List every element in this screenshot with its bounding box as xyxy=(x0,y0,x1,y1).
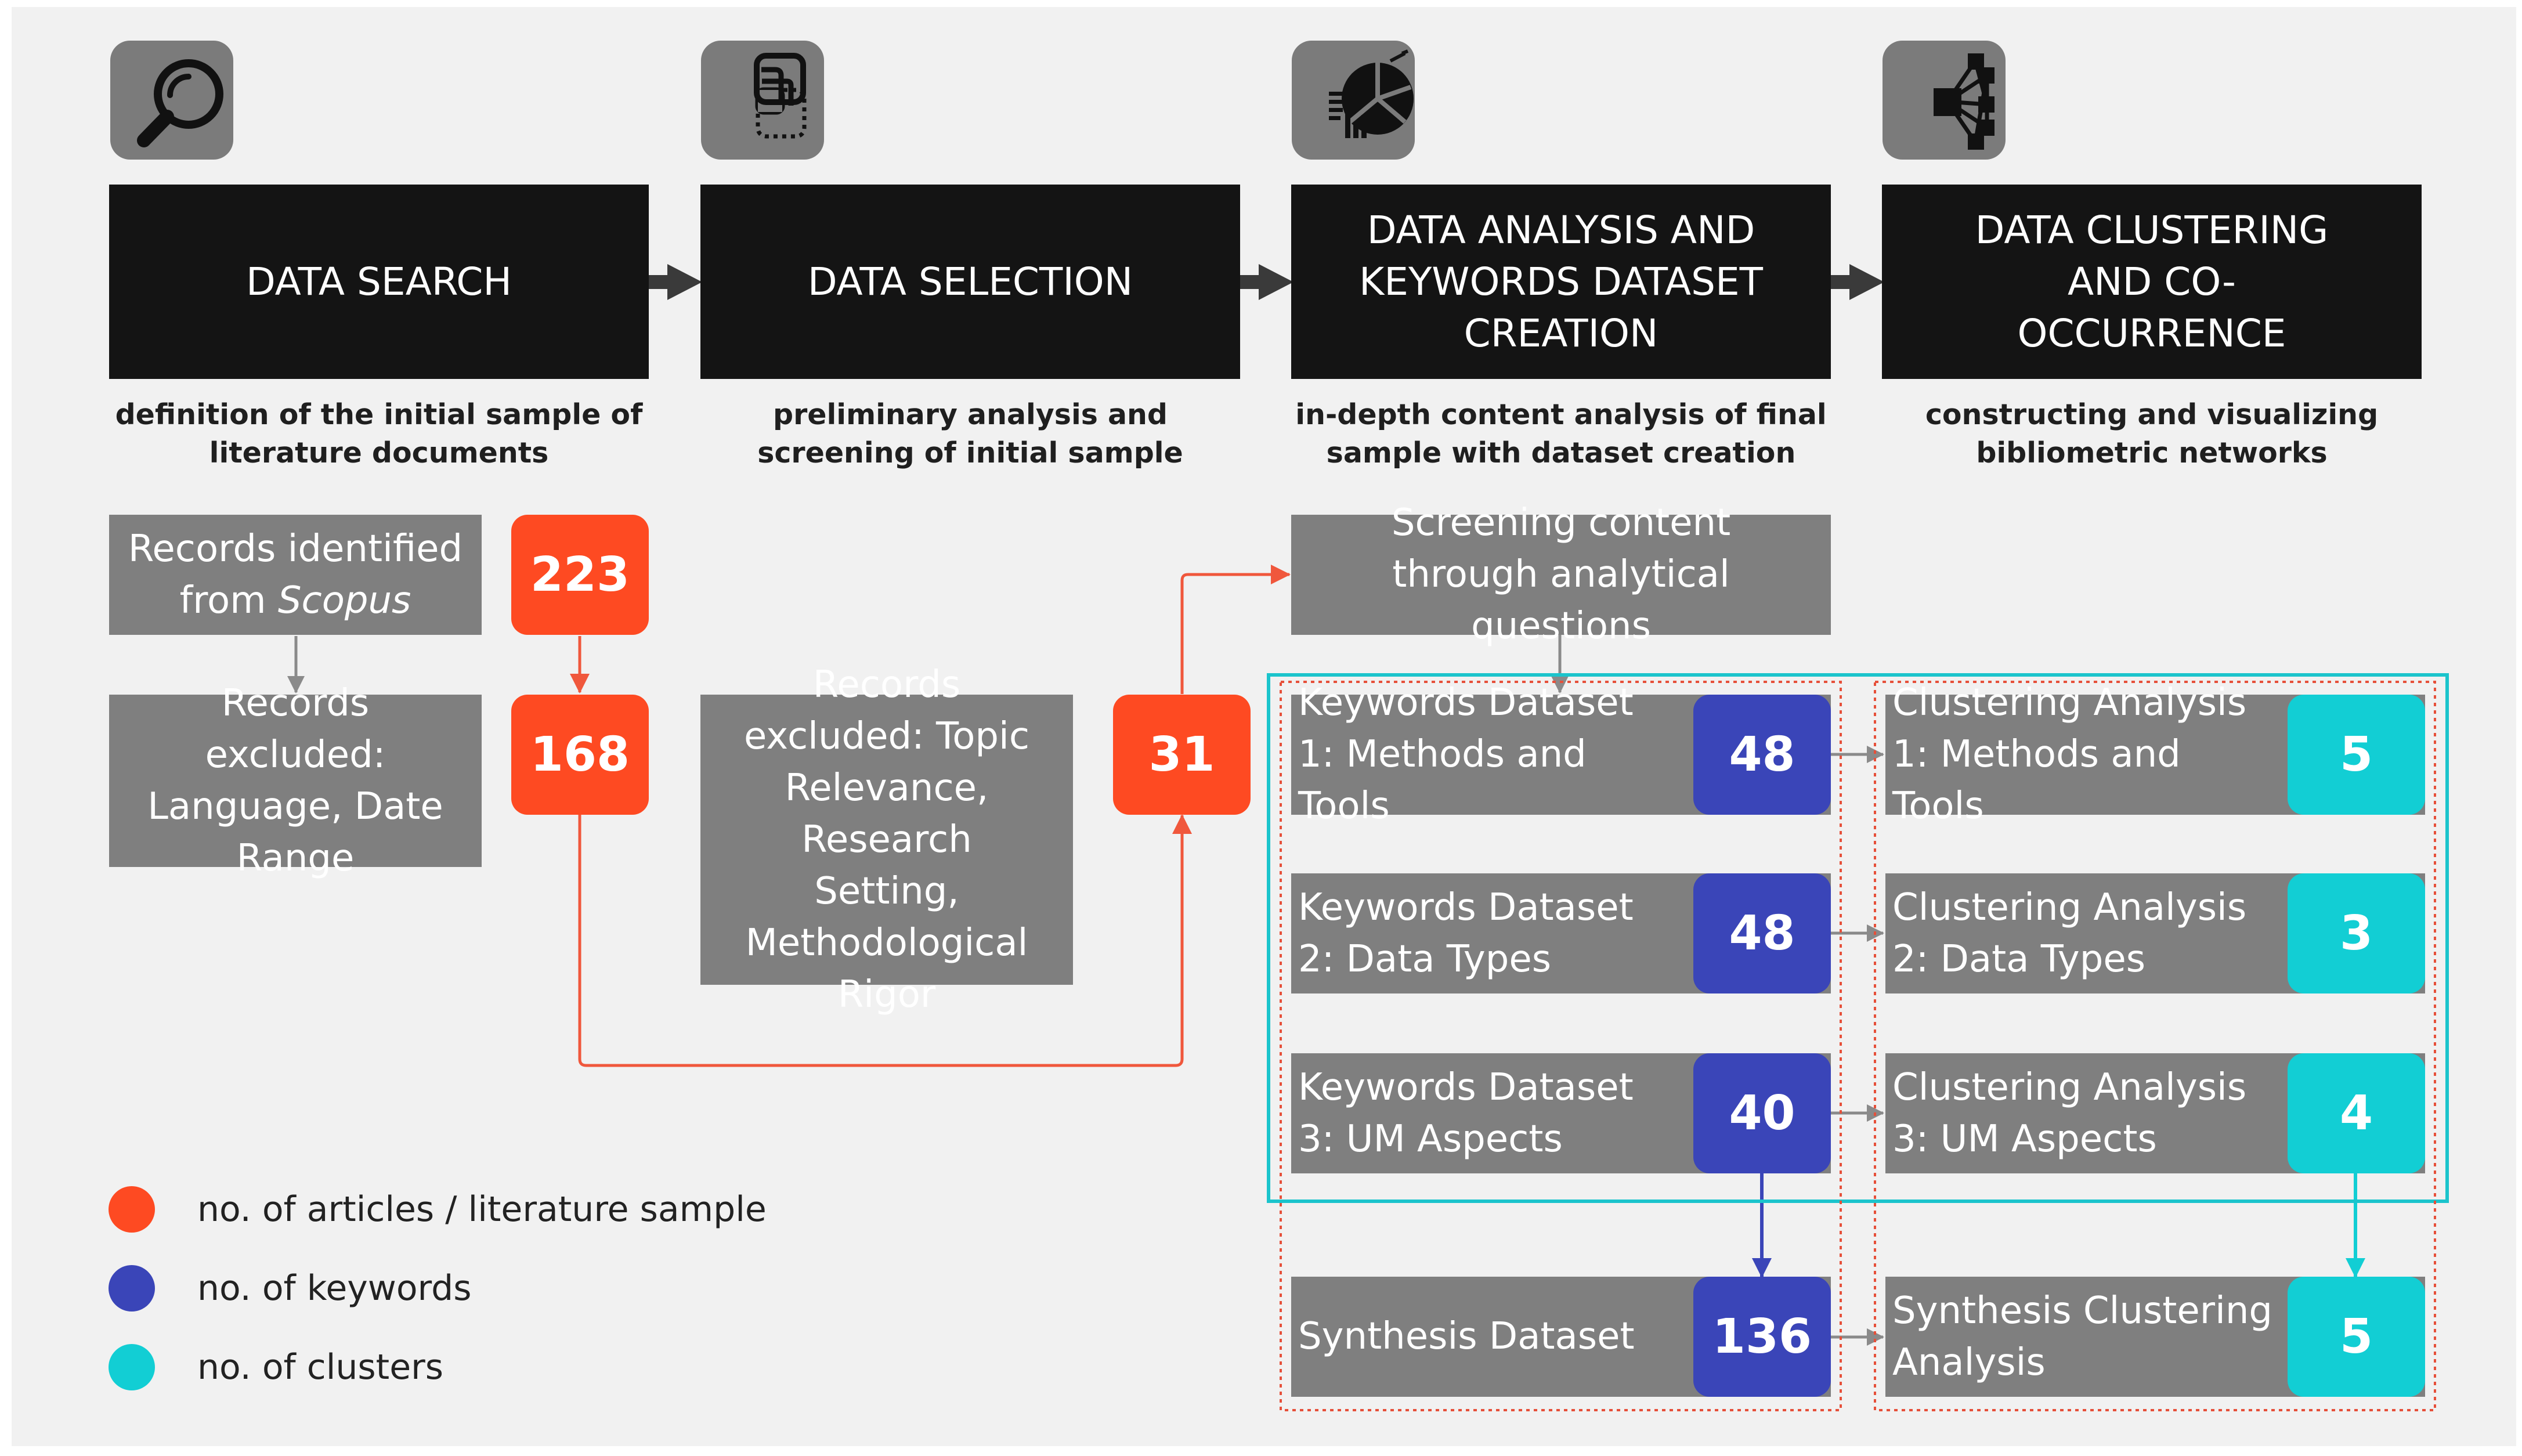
records-excluded-topic-box: Records excluded: Topic Relevance, Resea… xyxy=(700,663,1073,1016)
phase-description-data-clustering: constructing and visualizing bibliometri… xyxy=(1925,398,2379,469)
thematic-datasets-frame xyxy=(1267,673,2449,1203)
count-168-to-31-arrow xyxy=(578,814,1192,1067)
screening-content-box: Screening content through analytical que… xyxy=(1291,501,1831,648)
count-badge-final-sample: 31 xyxy=(1113,695,1251,815)
records-identified-source: Scopus xyxy=(277,579,411,622)
phase-description-data-search: definition of the initial sample of lite… xyxy=(115,398,643,469)
phase-arrows xyxy=(649,264,1884,300)
legend-swatch-keywords xyxy=(109,1265,155,1312)
legend-swatch-articles xyxy=(109,1186,155,1233)
cluster-count-badge-1: 5 xyxy=(2288,695,2425,815)
phase-title: DATA SEARCH xyxy=(245,259,512,304)
magnifier-icon xyxy=(137,59,223,147)
data-analysis-icon-tile xyxy=(1292,41,1415,160)
phase-title: DATA ANALYSIS AND KEYWORDS DATASET CREAT… xyxy=(1359,208,1763,356)
phase-title: DATA SELECTION xyxy=(807,259,1133,304)
pie-chart-analysis-icon xyxy=(1329,49,1414,138)
count-31-to-screening-arrow xyxy=(1180,565,1291,694)
keyword-count-badge-1: 48 xyxy=(1693,695,1831,815)
data-selection-icon-tile xyxy=(701,41,824,160)
keywords-column-frame xyxy=(1280,681,1842,1411)
phase-header-data-clustering: DATA CLUSTERING AND CO-OCCURRENCE xyxy=(1882,185,2422,379)
phase-description-data-analysis: in-depth content analysis of final sampl… xyxy=(1295,398,1827,469)
legend-swatch-clusters xyxy=(109,1344,155,1390)
clustering-column-frame xyxy=(1874,681,2436,1411)
cluster-count-badge-synthesis: 5 xyxy=(2288,1277,2425,1397)
phase-header-data-selection: DATA SELECTION xyxy=(700,185,1240,379)
phase-header-data-search: DATA SEARCH xyxy=(109,185,649,379)
keyword-count-badge-3: 40 xyxy=(1693,1053,1831,1173)
legend-label-keywords: no. of keywords xyxy=(197,1268,472,1309)
cluster-count-badge-3: 4 xyxy=(2288,1053,2425,1173)
cluster-count-badge-2: 3 xyxy=(2288,873,2425,993)
records-identified-box: Records identified from Scopus xyxy=(109,515,482,635)
selection-squares-icon xyxy=(754,53,807,139)
data-search-icon-tile xyxy=(110,41,233,160)
keyword-count-badge-2: 48 xyxy=(1693,873,1831,993)
phase-header-data-analysis: DATA ANALYSIS AND KEYWORDS DATASET CREAT… xyxy=(1291,185,1831,379)
phase-title: DATA CLUSTERING AND CO-OCCURRENCE xyxy=(1975,208,2329,356)
records-excluded-language-box: Records excluded: Language, Date Range xyxy=(109,682,482,880)
phase-description-data-selection: preliminary analysis and screening of in… xyxy=(757,398,1183,469)
keyword-count-badge-synthesis: 136 xyxy=(1693,1277,1831,1397)
count-badge-after-exclusion: 168 xyxy=(511,695,649,815)
records-identified-label: Records identified from xyxy=(128,527,463,622)
legend-label-articles: no. of articles / literature sample xyxy=(197,1189,767,1230)
network-graph-icon xyxy=(1934,53,1995,150)
data-clustering-icon-tile xyxy=(1883,41,2006,160)
count-badge-identified: 223 xyxy=(511,515,649,635)
legend-label-clusters: no. of clusters xyxy=(197,1347,444,1388)
